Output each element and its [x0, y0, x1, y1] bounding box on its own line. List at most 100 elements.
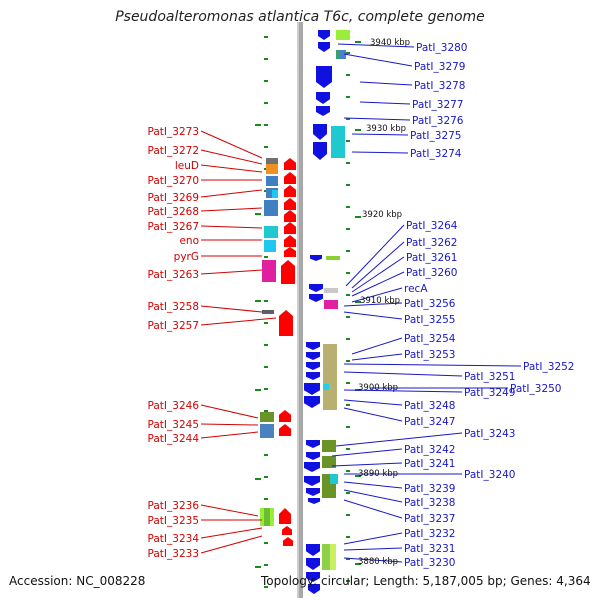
genome-backbone [297, 22, 303, 598]
reverse-gene-arrow [279, 310, 293, 336]
leader-line [343, 407, 403, 422]
leader-line [345, 224, 405, 287]
tick-mark [255, 300, 261, 302]
reverse-gene-arrow [282, 526, 292, 535]
tick-mark [355, 301, 361, 303]
feature-block [272, 190, 278, 198]
reverse-gene-arrow [284, 235, 296, 247]
reverse-gene-arrow [284, 210, 296, 222]
leader-line [343, 363, 522, 367]
forward-gene-arrow [306, 372, 320, 380]
gene-label-left: PatI_3234 [148, 533, 200, 545]
gene-label-right: PatI_3251 [464, 371, 515, 383]
forward-gene-arrow [304, 383, 320, 395]
feature-block [260, 424, 274, 438]
tick-mark [346, 294, 350, 296]
gene-label-left: PatI_3244 [148, 433, 200, 445]
leader-line [200, 527, 263, 539]
forward-gene-arrow [308, 584, 320, 594]
gene-label-right: recA [404, 283, 428, 295]
feature-block [340, 50, 346, 59]
gene-label-left: pyrG [174, 251, 199, 263]
tick-mark [346, 338, 350, 340]
tick-mark [346, 426, 350, 428]
gene-label-right: PatI_3243 [464, 428, 515, 440]
leader-line [351, 353, 403, 361]
feature-block [266, 176, 278, 186]
tick-mark [264, 454, 268, 456]
tick-mark [264, 388, 268, 390]
feature-block [323, 344, 337, 410]
reverse-gene-arrow [279, 424, 291, 436]
reverse-gene-arrow [284, 158, 296, 170]
feature-block [326, 256, 340, 260]
gene-label-right: PatI_3249 [464, 387, 515, 399]
gene-label-right: PatI_3276 [412, 115, 464, 127]
gene-label-right: PatI_3274 [410, 148, 462, 160]
forward-gene-arrow [306, 452, 320, 460]
leader-line [343, 399, 403, 406]
forward-gene-arrow [318, 30, 330, 40]
map-title: Pseudoalteromonas atlantica T6c, complet… [115, 9, 485, 25]
leader-line [351, 256, 405, 293]
leader-line [343, 481, 403, 489]
accession-text: Accession: NC_008228 [9, 574, 146, 588]
gene-label-right: PatI_3252 [523, 361, 574, 373]
leader-line [200, 225, 263, 229]
leader-line [331, 448, 403, 457]
leader-line [351, 151, 409, 154]
tick-mark [355, 563, 361, 565]
tick-mark [264, 366, 268, 368]
gene-label-left: PatI_3269 [148, 192, 199, 204]
gene-labels: PatI_3273PatI_3272leuDPatI_3270PatI_3269… [148, 42, 575, 569]
tick-mark [264, 146, 268, 148]
leader-line [200, 504, 259, 517]
gene-label-left: PatI_3270 [148, 175, 199, 187]
tick-mark [346, 140, 350, 142]
gene-label-right: PatI_3280 [416, 42, 467, 54]
gene-label-right: PatI_3247 [404, 416, 455, 428]
gene-label-left: PatI_3246 [148, 400, 200, 412]
tick-mark [264, 344, 268, 346]
tick-mark [264, 476, 268, 478]
tick-mark [255, 389, 261, 391]
leader-line [351, 133, 409, 136]
tick-mark [346, 514, 350, 516]
leader-line [343, 371, 463, 377]
tick-mark [355, 475, 361, 477]
feature-block [336, 30, 350, 40]
tick-mark [264, 322, 268, 324]
tick-mark [264, 58, 268, 60]
reverse-gene-arrow [279, 410, 291, 422]
tick-mark [264, 300, 268, 302]
gene-label-left: PatI_3235 [148, 515, 199, 527]
tick-mark [264, 80, 268, 82]
tick-mark [255, 213, 261, 215]
gene-label-left: PatI_3267 [148, 221, 199, 233]
forward-gene-arrow [313, 142, 327, 160]
tick-mark [355, 216, 361, 218]
tick-mark [346, 74, 350, 76]
gene-label-left: eno [179, 235, 199, 247]
feature-block [262, 260, 276, 282]
gene-label-right: PatI_3256 [404, 298, 456, 310]
forward-gene-arrow [306, 352, 320, 360]
tick-mark [355, 129, 361, 131]
leader-line [200, 317, 277, 326]
leader-line [200, 305, 263, 313]
leader-line [343, 499, 403, 519]
gene-label-right: PatI_3250 [510, 383, 561, 395]
tick-mark [346, 250, 350, 252]
tick-mark [346, 580, 350, 582]
gene-label-left: PatI_3273 [148, 126, 199, 138]
gene-label-right: PatI_3255 [404, 314, 455, 326]
gene-label-right: PatI_3238 [404, 497, 455, 509]
forward-gene-arrow [316, 92, 330, 104]
tick-mark [346, 228, 350, 230]
tick-mark [346, 382, 350, 384]
tick-mark [264, 102, 268, 104]
forward-gene-arrow [313, 124, 327, 140]
reverse-gene-arrow [281, 260, 295, 284]
feature-block [264, 200, 278, 216]
